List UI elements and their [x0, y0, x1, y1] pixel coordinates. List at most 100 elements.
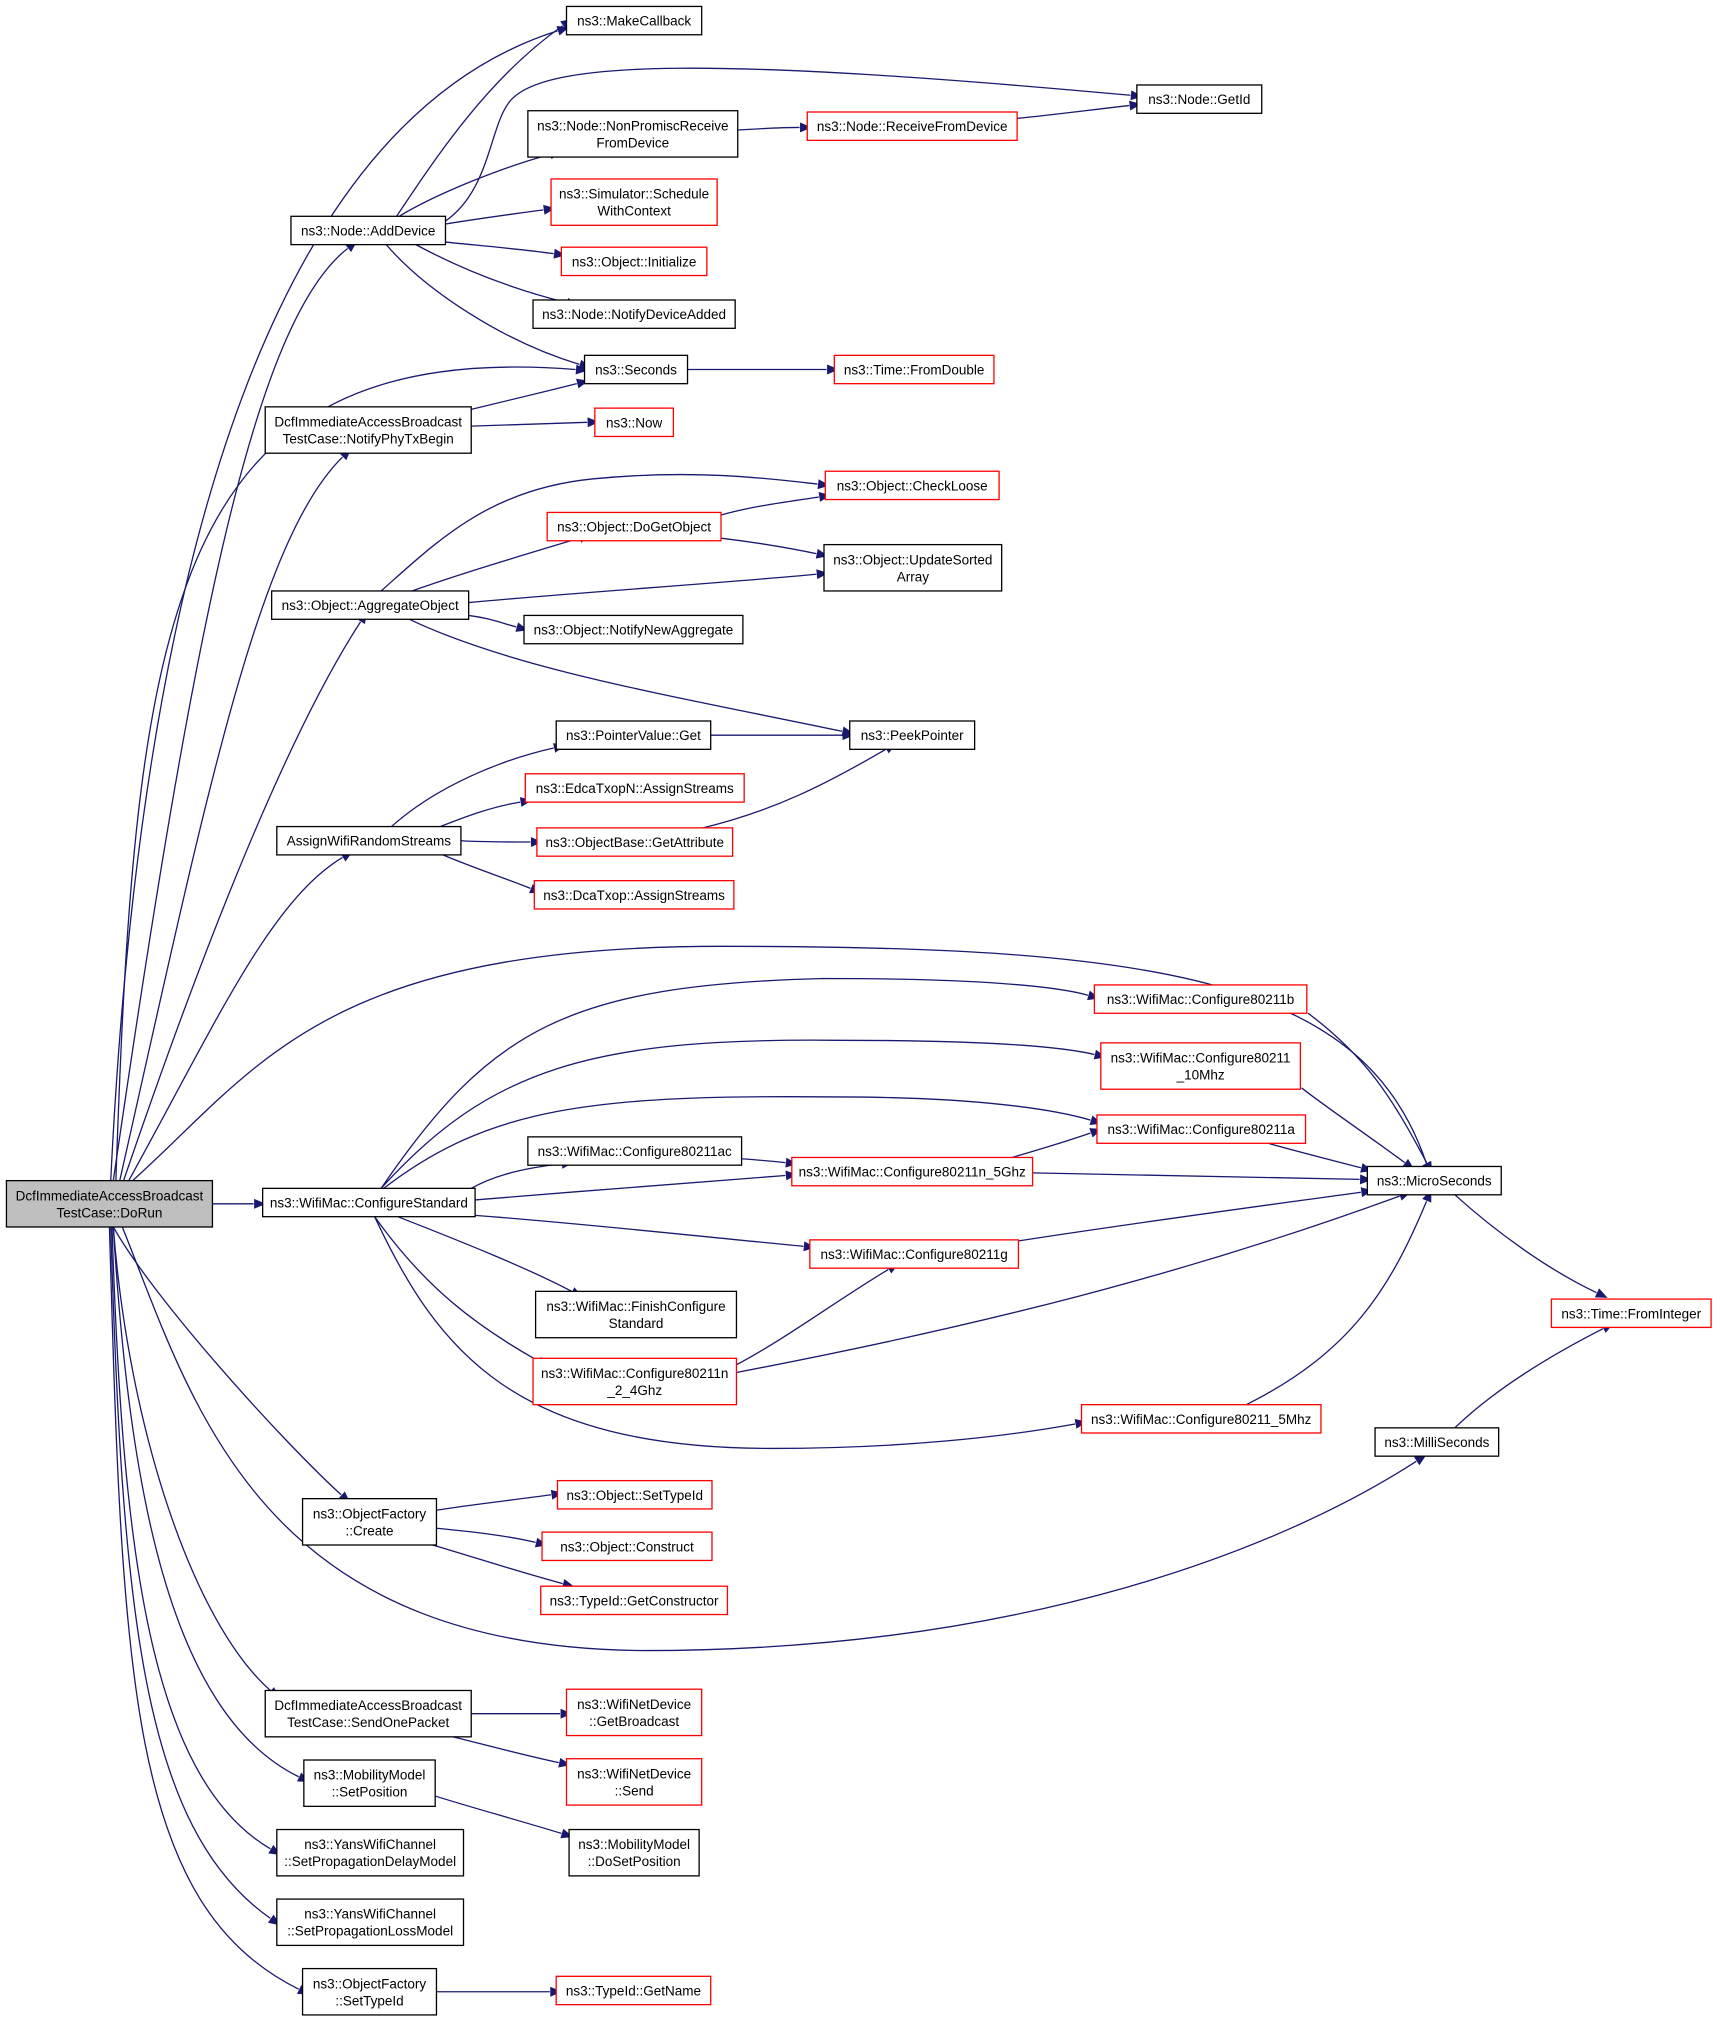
node-label: ns3::YansWifiChannel: [304, 1837, 436, 1852]
node-sendonepacket[interactable]: DcfImmediateAccessBroadcastTestCase::Sen…: [264, 1689, 472, 1738]
node-seconds[interactable]: ns3::Seconds: [583, 354, 689, 385]
node-label: ns3::Time::FromInteger: [1561, 1306, 1701, 1321]
node-label: ::Create: [345, 1523, 393, 1538]
node-now[interactable]: ns3::Now: [594, 407, 675, 438]
node-cfg11a[interactable]: ns3::WifiMac::Configure80211a: [1096, 1114, 1307, 1144]
node-dcaassign[interactable]: ns3::DcaTxop::AssignStreams: [533, 880, 735, 910]
node-cfg11b[interactable]: ns3::WifiMac::Configure80211b: [1093, 984, 1308, 1014]
node-milliseconds[interactable]: ns3::MilliSeconds: [1374, 1427, 1500, 1457]
node-nodegetid[interactable]: ns3::Node::GetId: [1136, 84, 1263, 114]
node-lossmodel[interactable]: ns3::YansWifiChannel::SetPropagationLoss…: [276, 1898, 465, 1947]
edge-line: [1017, 1191, 1361, 1242]
node-label: ns3::ObjectFactory: [313, 1976, 427, 1991]
edge-line: [380, 473, 818, 592]
node-delaymodel[interactable]: ns3::YansWifiChannel::SetPropagationDela…: [276, 1828, 465, 1877]
edge-root-to-ofsettypeid: [108, 1226, 310, 1995]
node-aggregateobject[interactable]: ns3::Object::AggregateObject: [271, 590, 470, 620]
node-label: ns3::WifiMac::FinishConfigure: [546, 1299, 725, 1314]
node-box: [791, 1156, 1034, 1187]
node-assignwifi[interactable]: AssignWifiRandomStreams: [276, 825, 462, 856]
node-makecallback[interactable]: ns3::MakeCallback: [565, 5, 703, 36]
edge-line: [736, 1195, 1400, 1374]
node-label: ns3::WifiMac::Configure80211b: [1107, 992, 1294, 1007]
node-box: [550, 178, 718, 226]
edge-line: [122, 621, 362, 1181]
node-cfg11n5[interactable]: ns3::WifiMac::Configure80211n_5Ghz: [791, 1156, 1034, 1187]
node-box: [565, 5, 703, 36]
node-checkloose[interactable]: ns3::Object::CheckLoose: [824, 470, 1000, 501]
edge-aggregateobject-to-checkloose: [380, 473, 830, 592]
node-cfg5mhz[interactable]: ns3::WifiMac::Configure80211_5Mhz: [1080, 1404, 1322, 1434]
edge-pointervalueget-to-peekpointer: [710, 730, 855, 741]
node-wndsend[interactable]: ns3::WifiNetDevice::Send: [565, 1758, 703, 1806]
node-getconstructor[interactable]: ns3::TypeId::GetConstructor: [540, 1585, 729, 1616]
node-box: [594, 407, 675, 438]
node-box: [1100, 1042, 1302, 1090]
node-label: ns3::ObjectFactory: [313, 1506, 427, 1521]
node-getattribute[interactable]: ns3::ObjectBase::GetAttribute: [536, 827, 734, 857]
edge-line: [720, 537, 817, 555]
node-dogetobject[interactable]: ns3::Object::DoGetObject: [546, 511, 722, 542]
node-label: ::DoSetPosition: [588, 1854, 681, 1869]
node-label: ns3::MobilityModel: [314, 1768, 426, 1783]
node-ofcreate[interactable]: ns3::ObjectFactory::Create: [301, 1498, 438, 1546]
node-receivefromdevice[interactable]: ns3::Node::ReceiveFromDevice: [806, 111, 1018, 141]
node-cfg11g[interactable]: ns3::WifiMac::Configure80211g: [809, 1239, 1020, 1269]
edge-line: [390, 747, 554, 828]
node-box: [290, 215, 447, 246]
node-edcaassign[interactable]: ns3::EdcaTxopN::AssignStreams: [524, 773, 745, 803]
node-label: ns3::Simulator::Schedule: [559, 187, 709, 202]
edge-line: [380, 977, 1089, 1189]
edge-line: [445, 209, 544, 225]
node-setposition[interactable]: ns3::MobilityModel::SetPosition: [303, 1759, 436, 1808]
node-construct[interactable]: ns3::Object::Construct: [541, 1531, 713, 1562]
node-label: TestCase::DoRun: [57, 1205, 163, 1220]
node-box: [527, 110, 739, 158]
node-label: ns3::Node::ReceiveFromDevice: [817, 119, 1008, 134]
node-getbroadcast[interactable]: ns3::WifiNetDevice::GetBroadcast: [565, 1688, 703, 1737]
node-pointervalueget[interactable]: ns3::PointerValue::Get: [555, 720, 712, 750]
node-microseconds[interactable]: ns3::MicroSeconds: [1366, 1165, 1502, 1196]
node-label: TestCase::NotifyPhyTxBegin: [283, 432, 454, 447]
node-ofsettypeid[interactable]: ns3::ObjectFactory::SetTypeId: [301, 1967, 438, 2016]
edge-line: [1011, 1132, 1091, 1159]
node-dosetposition[interactable]: ns3::MobilityModel::DoSetPosition: [568, 1828, 700, 1877]
edge-cfg11n5-to-cfg11a: [1011, 1128, 1103, 1159]
edge-line: [432, 1544, 563, 1585]
node-cfg10mhz[interactable]: ns3::WifiMac::Configure80211_10Mhz: [1100, 1042, 1302, 1090]
edge-root-to-delaymodel: [111, 1226, 281, 1856]
node-box: [276, 1828, 465, 1877]
edge-line: [1454, 1194, 1597, 1294]
node-cfg11n24[interactable]: ns3::WifiMac::Configure80211n_2_4Ghz: [532, 1357, 738, 1406]
node-adddevice[interactable]: ns3::Node::AddDevice: [290, 215, 447, 246]
edge-assignwifi-to-dcaassign: [442, 854, 542, 894]
node-box: [546, 511, 722, 542]
node-peekpointer[interactable]: ns3::PeekPointer: [849, 720, 976, 750]
edge-arrowhead: [587, 417, 600, 428]
node-root[interactable]: DcfImmediateAccessBroadcastTestCase::DoR…: [5, 1179, 214, 1228]
node-fromint[interactable]: ns3::Time::FromInteger: [1550, 1298, 1712, 1329]
edge-seconds-to-fromdouble: [687, 364, 839, 375]
node-notifydeviceadded[interactable]: ns3::Node::NotifyDeviceAdded: [532, 299, 736, 329]
node-getname[interactable]: ns3::TypeId::GetName: [555, 1975, 712, 2006]
edge-line: [1017, 104, 1130, 120]
edge-line: [440, 801, 521, 828]
edge-line: [475, 1174, 786, 1201]
node-notifyphytxbegin[interactable]: DcfImmediateAccessBroadcastTestCase::Not…: [264, 406, 472, 454]
node-fromdouble[interactable]: ns3::Time::FromDouble: [833, 354, 995, 385]
node-cfg11ac[interactable]: ns3::WifiMac::Configure80211ac: [527, 1136, 743, 1166]
node-settypeid[interactable]: ns3::Object::SetTypeId: [556, 1479, 713, 1510]
edge-line: [397, 1216, 572, 1292]
node-label: ns3::Node::NotifyDeviceAdded: [542, 307, 726, 322]
node-label: TestCase::SendOnePacket: [287, 1715, 449, 1730]
edge-assignwifi-to-getattribute: [460, 837, 543, 847]
node-label: ns3::WifiMac::ConfigureStandard: [270, 1196, 468, 1211]
node-objinitialize[interactable]: ns3::Object::Initialize: [560, 246, 708, 277]
node-notifynewaggregate[interactable]: ns3::Object::NotifyNewAggregate: [523, 614, 744, 645]
node-configurestandard[interactable]: ns3::WifiMac::ConfigureStandard: [261, 1187, 476, 1218]
